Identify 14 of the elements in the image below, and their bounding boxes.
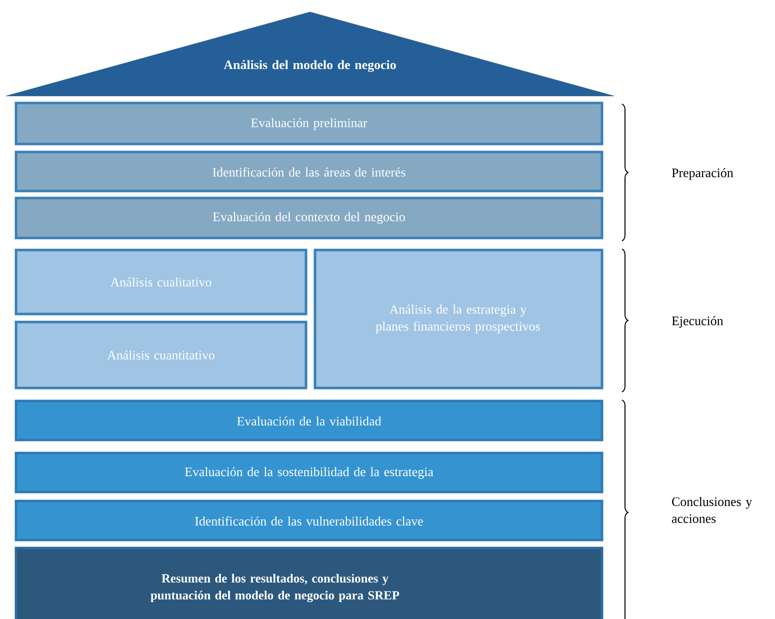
- process-box: Evaluación del contexto del negocio: [14, 196, 604, 240]
- process-box: Identificación de las áreas de interés: [14, 150, 604, 192]
- process-box: Análisis cuantitativo: [14, 320, 308, 390]
- process-box: Análisis de la estrategia y planes financieros prospectivos: [314, 248, 604, 390]
- process-box: Identificación de las vulnerabilidades clave: [14, 500, 604, 542]
- section-label: Ejecución: [672, 316, 724, 328]
- process-box: Evaluación de la viabilidad: [14, 400, 604, 442]
- process-box: Análisis cualitativo: [14, 248, 308, 316]
- section-label: Conclusiones y acciones: [672, 496, 752, 523]
- process-box: Resumen de los resultados, conclusiones y puntuación del modelo de negocio para SREP: [14, 546, 604, 619]
- section-label: Preparación: [672, 168, 734, 180]
- process-box: Evaluación de la sostenibilidad de la estrategia: [14, 452, 604, 494]
- roof-triangle: Análisis del modelo de negocio: [6, 12, 614, 96]
- process-box: Evaluación preliminar: [14, 102, 604, 146]
